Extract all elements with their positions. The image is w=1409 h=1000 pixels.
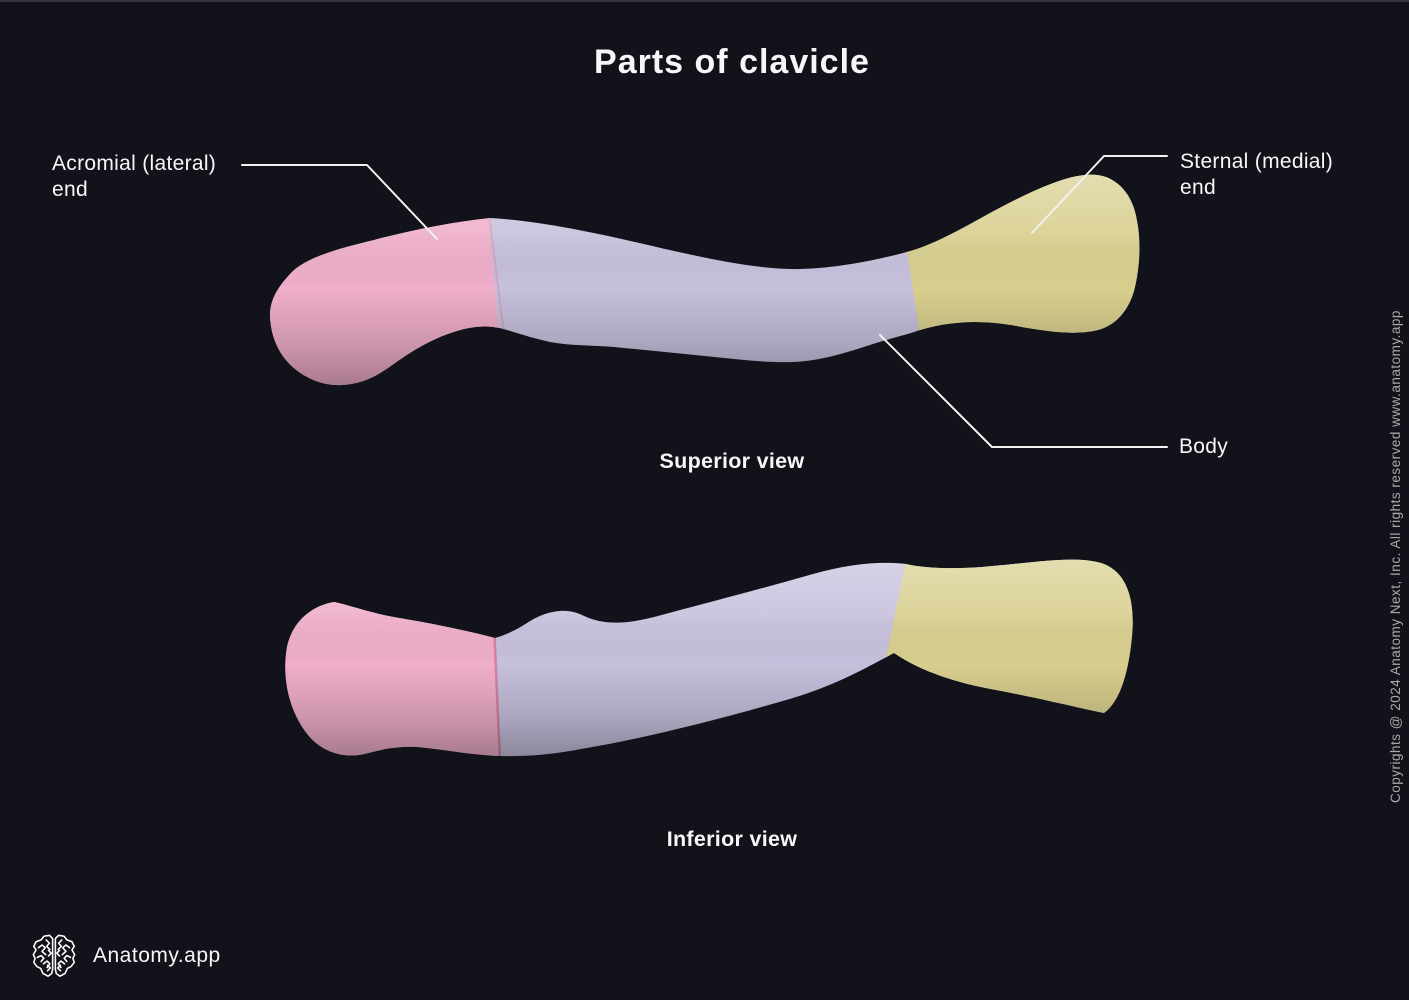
caption-inferior-view: Inferior view [666, 827, 798, 851]
sternal-leader-line [1031, 155, 1168, 234]
brand-logo: Anatomy.app [30, 933, 221, 979]
acromial-leader-line [241, 164, 438, 240]
label-sternal-end-line1: Sternal (medial) [1180, 150, 1334, 173]
label-acromial-end-line1: Acromial (lateral) [52, 152, 217, 175]
inferior-view-bone [285, 559, 1133, 757]
superior-bone-shading [270, 174, 1140, 386]
label-sternal-end: Sternal (medial) end [1180, 149, 1333, 201]
brain-icon [32, 934, 76, 978]
superior-view-bone [270, 174, 1140, 386]
caption-superior-view: Superior view [659, 449, 805, 473]
inferior-bone-shading [285, 559, 1133, 757]
label-body: Body [1179, 435, 1229, 458]
body-leader-line [879, 334, 1168, 448]
label-acromial-end-line2: end [52, 178, 88, 201]
label-sternal-end-line2: end [1180, 176, 1216, 199]
label-acromial-end: Acromial (lateral) end [52, 151, 216, 203]
brand-name: Anatomy.app [93, 944, 221, 967]
page-title: Parts of clavicle [594, 43, 870, 81]
copyright-watermark: Copyrights @ 2024 Anatomy Next, Inc. All… [1388, 310, 1403, 803]
